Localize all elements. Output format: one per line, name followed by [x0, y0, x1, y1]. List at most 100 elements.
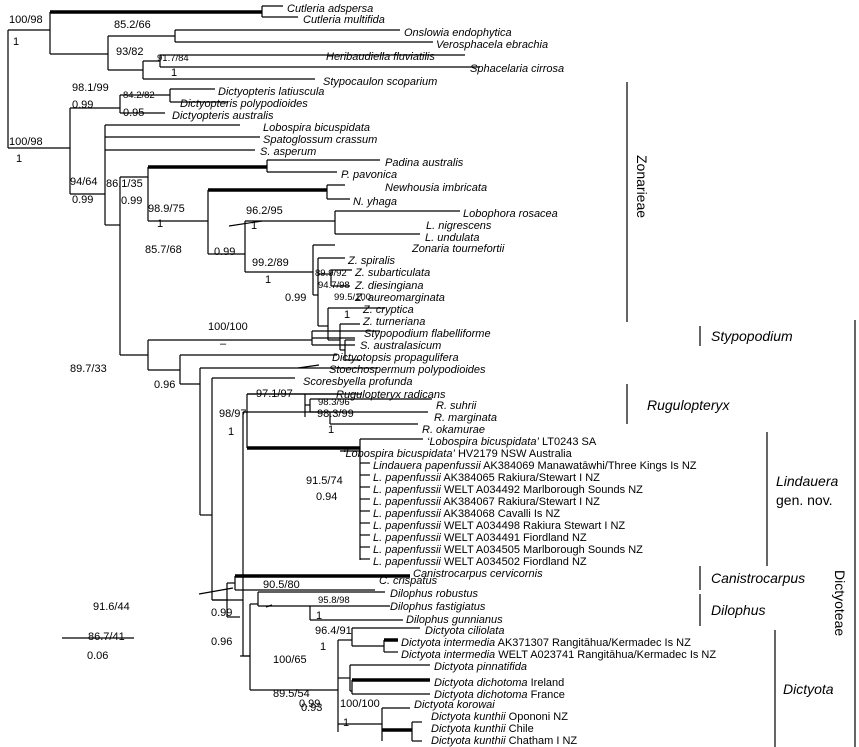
- taxon-label-part: Dictyota kunthii: [431, 711, 506, 723]
- taxon-label-part: LT0243 SA: [539, 436, 597, 448]
- taxon-label-part: Dictyota korowai: [414, 699, 495, 711]
- support-value: 91.5/74: [306, 475, 343, 487]
- group-label: Stypopodium: [711, 328, 793, 344]
- group-label: Rugulopteryx: [647, 397, 730, 413]
- support-value: 1: [228, 426, 234, 438]
- taxon-label-part: ‘Lobospira bicuspidata’: [343, 448, 455, 460]
- taxon-label-part: C. crispatus: [379, 575, 438, 587]
- support-value: 86.7/41: [88, 631, 125, 643]
- taxon-label-part: Rugulopteryx radicans: [336, 389, 446, 401]
- scale-bar-label: 0.06: [87, 650, 108, 662]
- taxon-label-part: L. papenfussii: [373, 496, 441, 508]
- taxon-label-part: Newhousia imbricata: [385, 182, 487, 194]
- taxon-label-part: Heribaudiella fluviatilis: [326, 51, 435, 63]
- support-value: 1: [157, 218, 163, 230]
- support-value: 1: [316, 610, 322, 622]
- taxon-label: R. suhrii: [436, 400, 477, 412]
- taxon-label: Dictyota korowai: [414, 699, 495, 711]
- taxon-label-part: Dictyota pinnatifida: [434, 661, 527, 673]
- support-value: 91.6/44: [93, 601, 130, 613]
- taxon-label-part: Chile: [506, 723, 534, 735]
- taxon-label: Z. diesingiana: [354, 280, 424, 292]
- support-value: 89.9/92: [315, 268, 347, 279]
- group-label: gen. nov.: [776, 492, 833, 508]
- taxon-label-part: Cutleria adspersa: [287, 3, 373, 15]
- taxon-label: Lindauera papenfussii AK384069 Manawatāw…: [373, 460, 697, 472]
- taxon-label: L. nigrescens: [426, 220, 492, 232]
- taxon-label-part: Cutleria multifida: [303, 14, 385, 26]
- taxon-label: Spatoglossum crassum: [263, 134, 377, 146]
- support-value: 0.94: [316, 491, 337, 503]
- taxon-label: Dictyota dichotoma Ireland: [434, 677, 564, 689]
- taxon-label-part: Stypopodium flabelliforme: [364, 328, 491, 340]
- taxon-label: Dictyota intermedia AK371307 Rangitāhua/…: [401, 637, 691, 649]
- group-label: Dictyota: [783, 681, 834, 697]
- taxon-label-part: L. nigrescens: [426, 220, 492, 232]
- taxon-label: Dictyopteris latiuscula: [218, 86, 324, 98]
- support-value: 0.99: [72, 99, 93, 111]
- taxon-label: C. crispatus: [379, 575, 438, 587]
- taxon-label: L. papenfussii AK384065 Rakiura/Stewart …: [373, 472, 600, 484]
- taxon-label-part: L. papenfussii: [373, 520, 441, 532]
- support-value: 0.96: [211, 636, 232, 648]
- taxon-label: Scoresbyella profunda: [303, 376, 412, 388]
- taxon-label: Dictyota intermedia WELT A023741 Rangitā…: [401, 649, 716, 661]
- taxon-label-part: Dictyota intermedia: [401, 637, 495, 649]
- taxon-label: Stypocaulon scoparium: [323, 76, 437, 88]
- taxon-label-part: AK371307 Rangitāhua/Kermadec Is NZ: [495, 637, 691, 649]
- support-value: 91.7/84: [157, 53, 189, 64]
- taxon-label: N. yhaga: [353, 196, 397, 208]
- taxon-label-part: WELT A034491 Fiordland NZ: [441, 532, 587, 544]
- taxon-label-part: Lobophora rosacea: [463, 208, 558, 220]
- taxon-label-part: S. australasicum: [360, 340, 441, 352]
- taxon-label-part: R. okamurae: [422, 424, 485, 436]
- support-value: 0.99: [285, 292, 306, 304]
- taxon-label-part: Z. cryptica: [362, 304, 414, 316]
- group-label: Lindauera: [776, 473, 838, 489]
- taxon-label-part: Z. aureomarginata: [354, 292, 445, 304]
- taxon-label: S. australasicum: [360, 340, 441, 352]
- taxon-label-part: Dictyotopsis propagulifera: [332, 352, 459, 364]
- taxon-label-part: L. undulata: [425, 232, 479, 244]
- taxon-label-part: Z. subarticulata: [354, 267, 430, 279]
- taxon-label-part: L. papenfussii: [373, 508, 441, 520]
- support-value: 99.5/100: [334, 292, 371, 303]
- support-value: 0.93: [301, 702, 322, 714]
- taxon-label: Dilophus gunnianus: [406, 614, 503, 626]
- taxon-label-part: R. marginata: [434, 412, 497, 424]
- support-value: 94.7/98: [318, 280, 350, 291]
- taxon-label-part: Zonaria tournefortii: [411, 243, 505, 255]
- taxon-label-part: AK384069 Manawatāwhi/Three Kings Is NZ: [481, 460, 697, 472]
- taxon-label: Zonaria tournefortii: [411, 243, 505, 255]
- taxon-label-part: WELT A023741 Rangitāhua/Kermadec Is NZ: [495, 649, 716, 661]
- taxon-label: Heribaudiella fluviatilis: [326, 51, 435, 63]
- branch: [297, 364, 320, 369]
- group-label: Canistrocarpus: [711, 570, 805, 586]
- taxon-label-part: Z. turneriana: [362, 316, 425, 328]
- taxon-label: R. marginata: [434, 412, 497, 424]
- taxon-label: Dictyota pinnatifida: [434, 661, 527, 673]
- support-value: 94/64: [70, 176, 98, 188]
- support-value: 100/98: [9, 136, 43, 148]
- taxon-label: L. papenfussii WELT A034491 Fiordland NZ: [373, 532, 587, 544]
- taxon-label: Dilophus fastigiatus: [390, 601, 486, 613]
- taxon-label-part: L. papenfussii: [373, 472, 441, 484]
- support-value: 0.99: [299, 698, 320, 710]
- support-value: 0.99: [211, 607, 232, 619]
- taxon-label-part: HV2179 NSW Australia: [455, 448, 573, 460]
- taxon-label: L. papenfussii WELT A034505 Marlborough …: [373, 544, 643, 556]
- support-value: 89.7/33: [70, 363, 107, 375]
- taxon-label-part: AK384065 Rakiura/Stewart I NZ: [441, 472, 600, 484]
- support-value: 100/100: [340, 698, 380, 710]
- taxon-label: Z. subarticulata: [354, 267, 430, 279]
- taxon-label-part: L. papenfussii: [373, 556, 441, 568]
- taxon-label: Z. cryptica: [362, 304, 414, 316]
- taxon-label-part: Lobospira bicuspidata: [263, 122, 370, 134]
- taxon-label: Stypopodium flabelliforme: [364, 328, 491, 340]
- support-value: 0.99: [214, 246, 235, 258]
- taxon-label: Dictyotopsis propagulifera: [332, 352, 459, 364]
- support-value: 0.99: [72, 194, 93, 206]
- taxon-label: Z. aureomarginata: [354, 292, 445, 304]
- taxon-label: Dictyota ciliolata: [425, 625, 504, 637]
